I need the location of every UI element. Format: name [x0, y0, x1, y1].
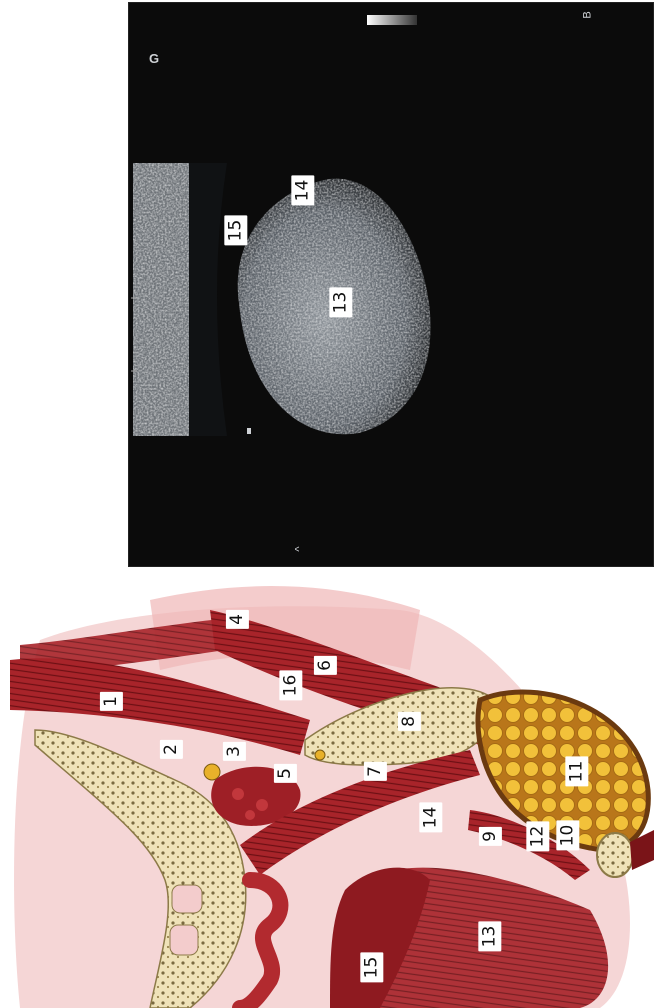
illus-label-1: 1 — [100, 692, 123, 711]
illus-label-5: 5 — [274, 764, 297, 783]
illus-label-14: 14 — [419, 803, 442, 833]
illus-label-6: 6 — [314, 656, 337, 675]
corner-mark: G — [149, 51, 159, 66]
illus-label-16: 16 — [279, 671, 302, 701]
ultrasound-image: G B ^ 14 15 13 — [128, 2, 654, 567]
illus-label-3: 3 — [223, 742, 246, 761]
illus-label-13: 13 — [478, 922, 501, 952]
bone-10 — [597, 833, 633, 877]
illus-label-11: 11 — [565, 757, 588, 787]
probe-mark: B — [582, 11, 594, 18]
illus-label-10: 10 — [556, 821, 579, 851]
illus-label-7: 7 — [364, 762, 387, 781]
nerve-3 — [204, 764, 220, 780]
illus-label-4: 4 — [226, 610, 249, 629]
anatomical-illustration: 1 2 3 4 5 6 7 8 9 10 11 12 13 14 15 16 — [0, 580, 654, 1008]
illus-label-12: 12 — [526, 822, 549, 852]
illus-label-15: 15 — [360, 953, 383, 983]
depth-mark: ^ — [294, 546, 306, 551]
us-label-14: 14 — [291, 176, 314, 206]
subcutaneous-layer — [189, 163, 227, 436]
us-label-15: 15 — [224, 216, 247, 246]
anatomy-drawing — [0, 580, 654, 1008]
grayscale-bar — [367, 15, 417, 25]
illus-label-9: 9 — [479, 827, 502, 846]
illus-label-8: 8 — [398, 712, 421, 731]
us-label-13: 13 — [329, 288, 352, 318]
illus-label-2: 2 — [160, 740, 183, 759]
ultrasound-scan — [129, 3, 653, 566]
